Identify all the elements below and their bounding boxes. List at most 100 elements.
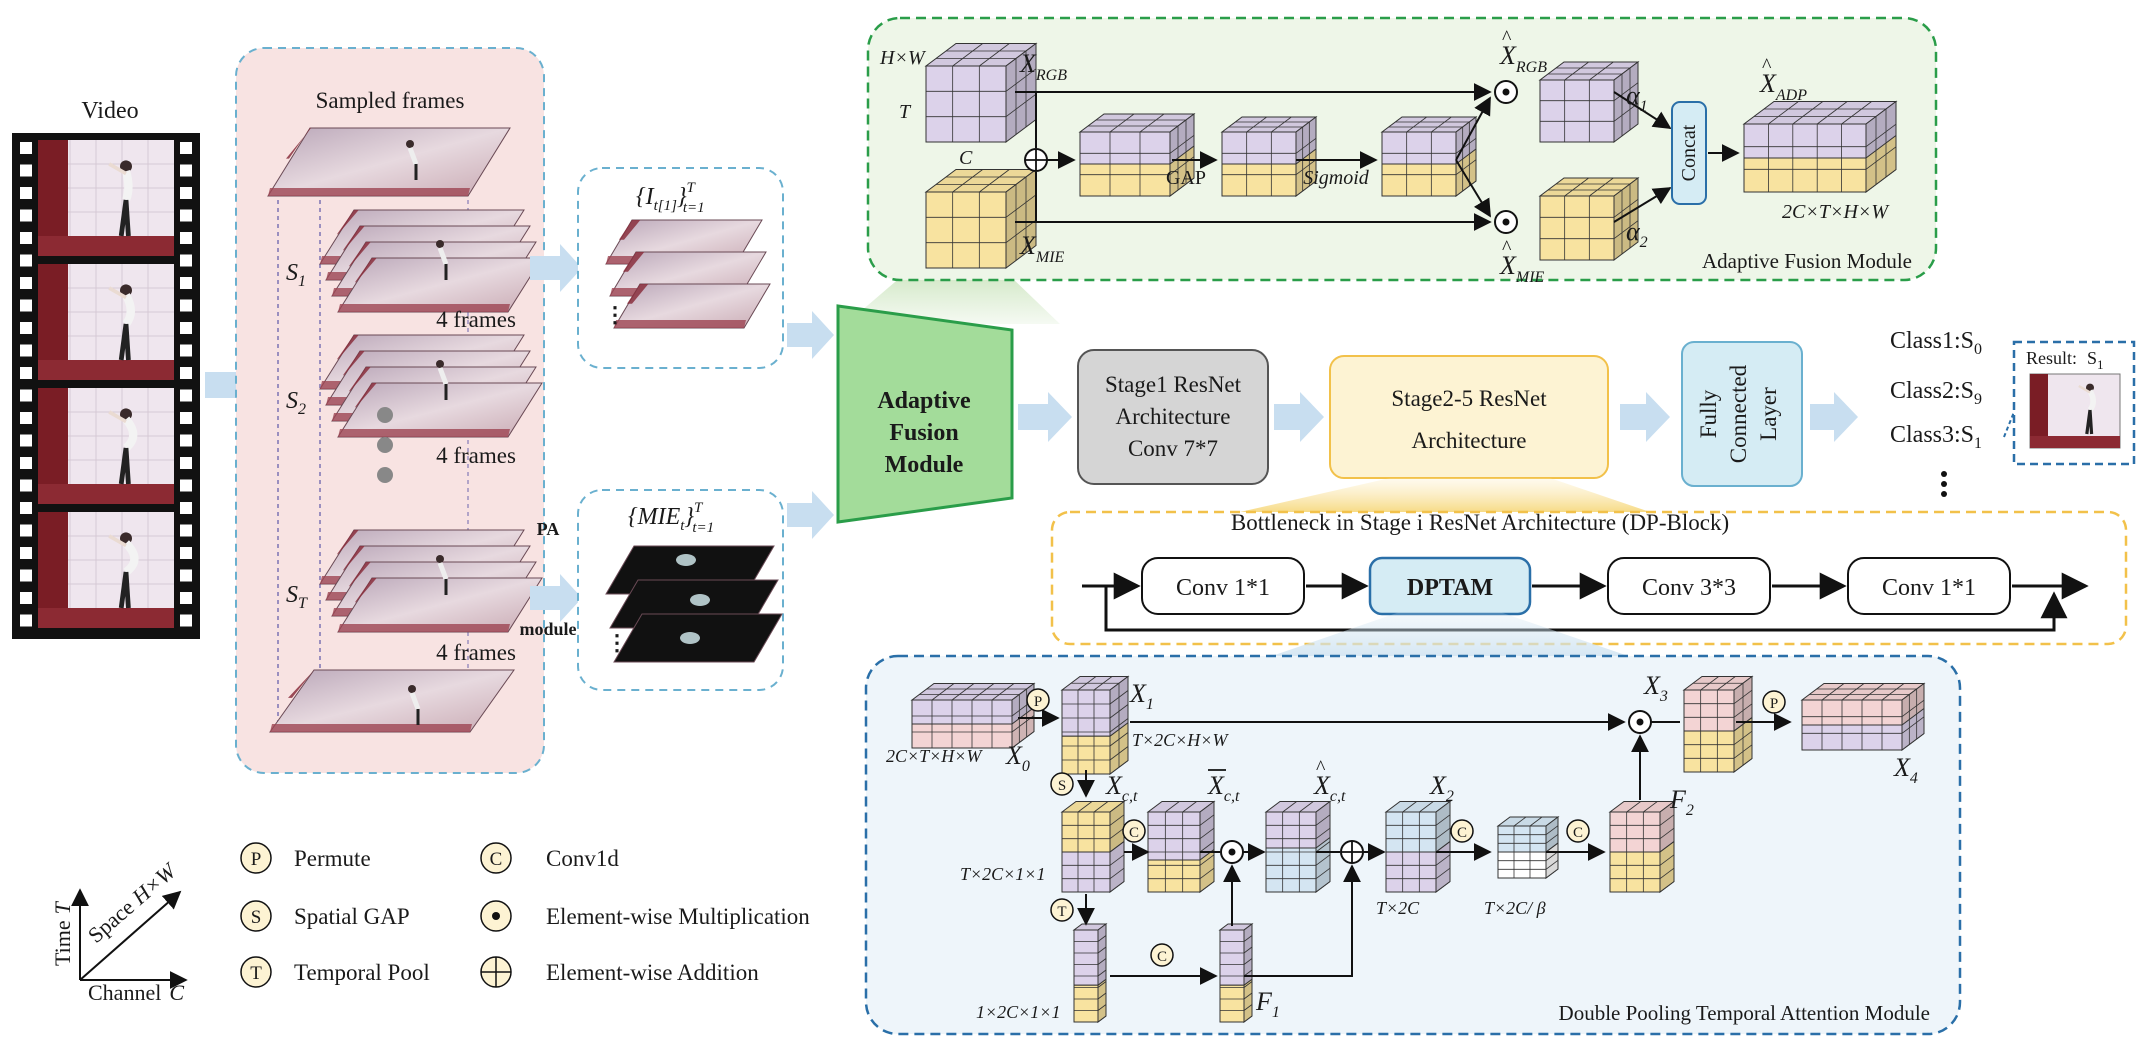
- x1-label: X1: [1129, 679, 1154, 713]
- cube-grid: [1419, 801, 1434, 813]
- class-scores: Class1:S0 Class2:S9 Class3:S1: [1890, 328, 2015, 497]
- xhat-adp-label: XADP: [1759, 69, 1807, 104]
- cube-front-top: [1385, 811, 1437, 853]
- cube-grid: [1901, 716, 1925, 734]
- sprocket-hole: [180, 614, 192, 627]
- cube-front-bottom: [1061, 851, 1111, 893]
- cube-grid: [1545, 834, 1559, 844]
- axis-space: [79, 890, 182, 981]
- rgb-to-concat: [1613, 91, 1672, 129]
- x3-label: X3: [1643, 671, 1668, 705]
- cube-grid: [1243, 958, 1253, 965]
- legend-spatial-label: Spatial GAP: [294, 904, 410, 929]
- cube-grid: [1243, 935, 1253, 942]
- person-head: [120, 160, 132, 173]
- legend-temporal-letter: T: [250, 963, 262, 984]
- cube-front-bottom: [1221, 163, 1297, 197]
- xhat-rgb-cube: [1538, 61, 1640, 143]
- cube-grid: [1768, 101, 1799, 125]
- legend-permute-letter: P: [251, 849, 262, 870]
- frame-door: [343, 226, 365, 251]
- sprocket-hole: [180, 592, 192, 604]
- cube-front-bottom: [1801, 724, 1903, 751]
- cube-grid: [1589, 61, 1614, 81]
- rgb-frame-stack: [605, 219, 771, 329]
- cube-front-top: [1079, 131, 1171, 165]
- motion-blob: [690, 594, 710, 606]
- bn-conv3-label: Conv 3*3: [1642, 575, 1736, 601]
- sprocket-hole: [20, 614, 32, 627]
- conv-op-3-letter: C: [1573, 825, 1583, 841]
- cube-grid: [1097, 946, 1107, 954]
- person-head: [436, 555, 444, 563]
- sprocket-hole: [20, 209, 32, 222]
- person-head: [436, 240, 444, 248]
- frame-quad: [267, 127, 511, 197]
- sprocket-hole: [180, 479, 192, 492]
- frame-slice: [337, 577, 543, 633]
- frame-door: [355, 578, 377, 603]
- frame-slice: [269, 669, 515, 733]
- flow-arrow-stage1-stage2: [1274, 392, 1324, 442]
- afm-trapezoid: [836, 304, 1014, 524]
- xhat-mie-hat: ^: [1502, 237, 1512, 259]
- cube-side-bottom: [1097, 978, 1107, 1023]
- cube-grid: [1435, 867, 1451, 879]
- frame-floor: [268, 188, 470, 196]
- cube-grid: [1315, 854, 1331, 866]
- cube-grid: [1109, 814, 1125, 826]
- sigmoid-cube: [1380, 116, 1478, 197]
- cube-grid: [952, 43, 983, 67]
- cube-front-top: [1221, 131, 1297, 165]
- sprocket-hole: [20, 344, 32, 357]
- cube-grid: [1315, 841, 1331, 853]
- person-legs: [118, 323, 131, 361]
- cube-grid: [1243, 992, 1253, 1000]
- cube-grid: [1093, 801, 1109, 813]
- sprocket-hole: [180, 322, 192, 334]
- cube-grid: [1861, 683, 1885, 701]
- sprocket-hole: [180, 344, 192, 357]
- frame-slice: [337, 382, 543, 438]
- fc-line-1: Fully: [1696, 389, 1721, 438]
- mul-op-2-dot: [1228, 848, 1236, 856]
- stage2-block: Stage2-5 ResNet Architecture: [1329, 355, 1609, 479]
- cube-grid: [1315, 867, 1331, 879]
- cube-grid: [971, 683, 995, 701]
- cube-grid: [1315, 827, 1331, 839]
- cube-front-bottom: [1743, 157, 1867, 193]
- mie-frame-stack: [605, 545, 783, 663]
- frame-door: [349, 562, 371, 587]
- permute-op-1: [1026, 688, 1050, 712]
- mie-to-concat: [1613, 187, 1672, 223]
- concat-label: Concat: [1678, 124, 1700, 181]
- split-up: [1455, 96, 1491, 161]
- flow-arrow-rgb-afm: [787, 311, 834, 359]
- legend-spatial-icon: [240, 900, 272, 932]
- frame-door: [343, 546, 365, 571]
- frame-door: [355, 383, 377, 408]
- cube-grid: [1659, 854, 1675, 866]
- sprocket-hole: [180, 367, 192, 379]
- class-ellipsis-dot: [1941, 481, 1947, 487]
- cube-grid: [1182, 801, 1197, 813]
- cube-grid: [979, 43, 1010, 67]
- conv-op-3: [1566, 819, 1590, 843]
- axis-time-label: TimeT: [50, 900, 75, 966]
- cube-grid: [1315, 814, 1331, 826]
- person-body: [437, 367, 449, 385]
- class-1: Class1:S0: [1890, 328, 1982, 358]
- adaptive-fusion-module: Adaptive Fusion Module: [836, 304, 1014, 524]
- frame-slice: [337, 257, 543, 313]
- cube-grid: [1097, 935, 1107, 942]
- video-input: Video: [12, 98, 200, 639]
- sprocket-hole: [180, 142, 192, 154]
- dim-t2cb: T×2C/ β: [1484, 898, 1546, 918]
- x4-label: X4: [1893, 753, 1918, 787]
- dptam-panel: 2C×T×H×W X0 X1 T×2C×H×W X3 X4 P P S Xc,t…: [864, 654, 1962, 1036]
- frame-door: [337, 335, 359, 360]
- person-legs: [118, 571, 131, 609]
- motion-blob: [680, 632, 700, 644]
- stage1-block: Stage1 ResNet Architecture Conv 7*7: [1077, 349, 1269, 485]
- cube-front-bottom: [911, 723, 1013, 749]
